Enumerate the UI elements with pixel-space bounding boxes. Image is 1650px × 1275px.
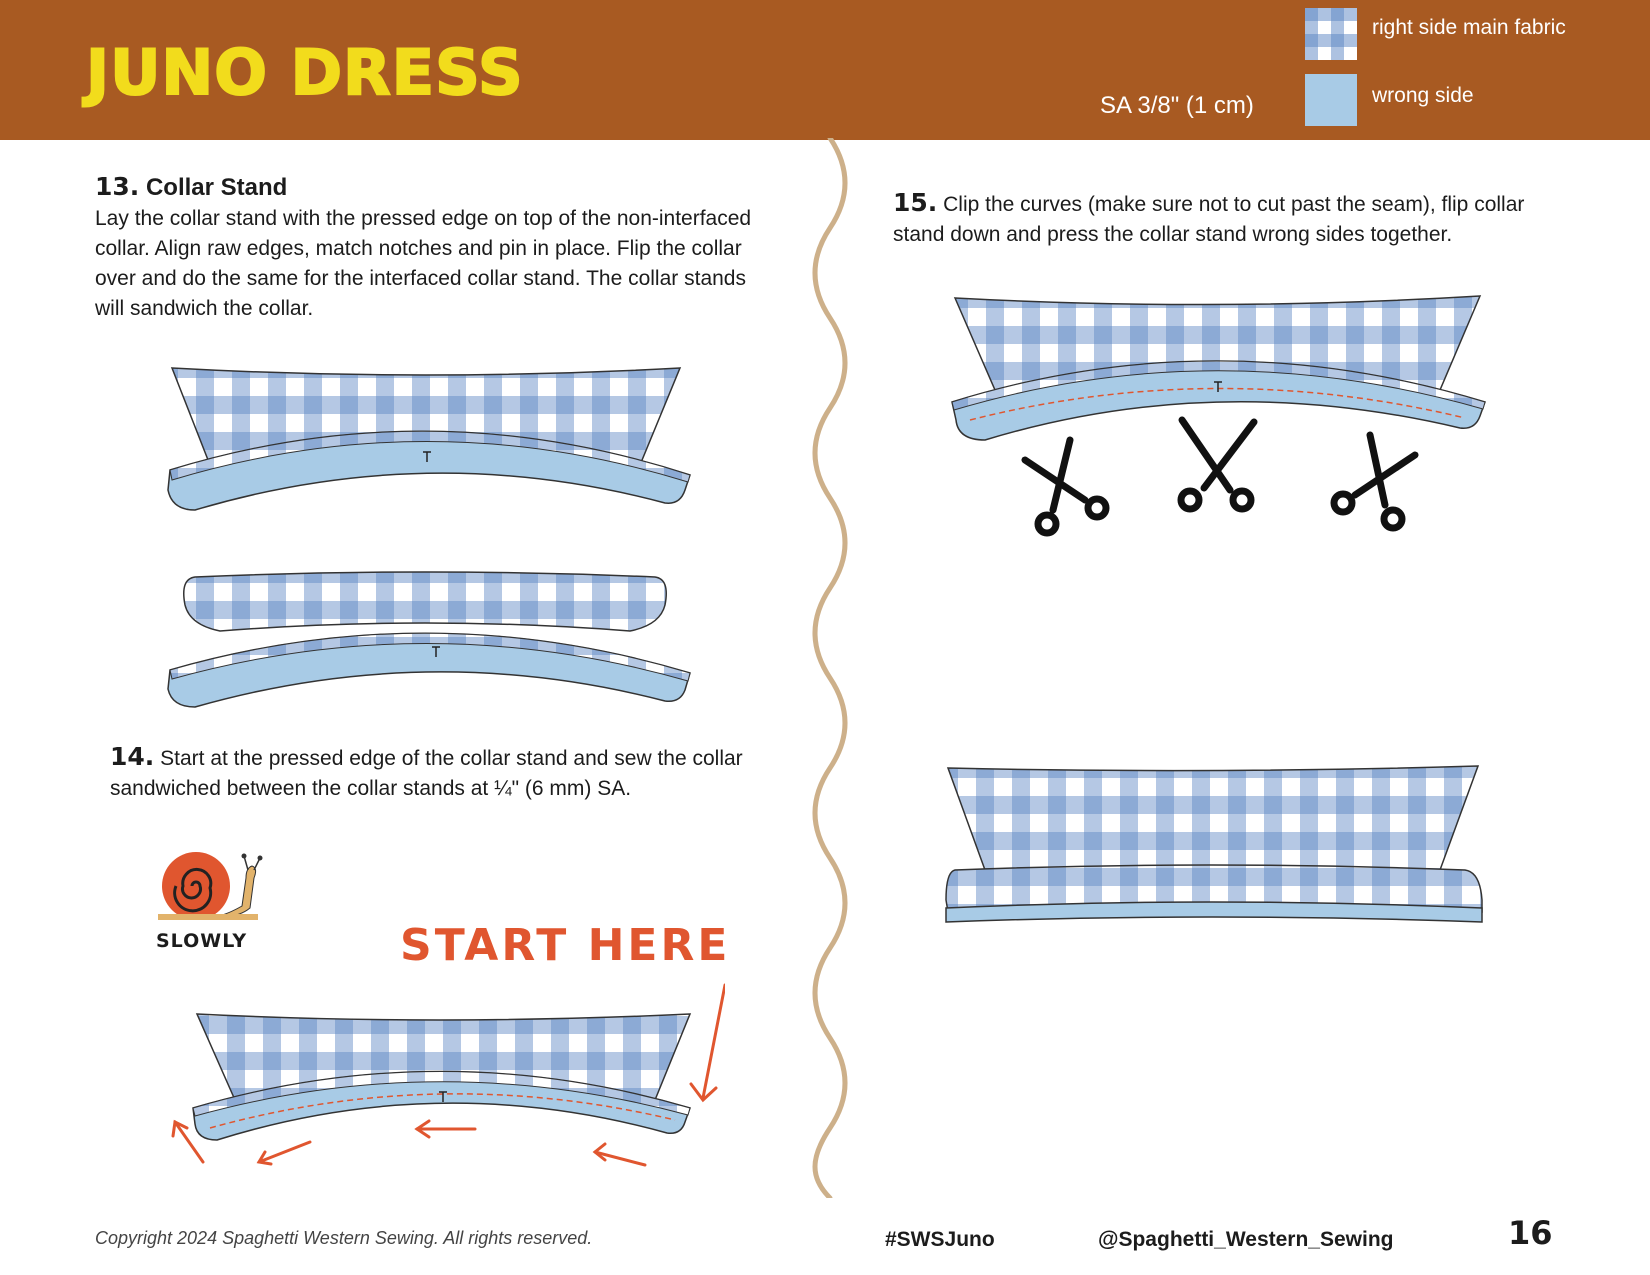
scissors-icon xyxy=(1021,436,1110,537)
step-15-text: 15. Clip the curves (make sure not to cu… xyxy=(893,188,1524,250)
wavy-divider xyxy=(812,138,848,1198)
collar-sewing-illustration xyxy=(171,983,725,1167)
step-14-line: sandwiched between the collar stands at … xyxy=(110,777,632,800)
gingham-swatch-icon xyxy=(1305,8,1357,60)
step-13-line: Lay the collar stand with the pressed ed… xyxy=(95,207,752,230)
step-13-line: over and do the same for the interfaced … xyxy=(95,267,746,290)
legend-label-wrong-side: wrong side xyxy=(1372,84,1474,107)
step-13-heading: 13. Collar Stand xyxy=(95,172,287,202)
step-13-text: Lay the collar stand with the pressed ed… xyxy=(95,204,751,324)
seam-allowance-note: SA 3/8" (1 cm) xyxy=(1100,92,1254,119)
step-13-line: will sandwich the collar. xyxy=(95,297,314,320)
step-13-line: collar. Align raw edges, match notches a… xyxy=(95,237,742,260)
collar-stand-illustration-a xyxy=(167,367,691,511)
brand-title: JUNO DRESS xyxy=(85,35,524,110)
step-14-line: 14. Start at the pressed edge of the col… xyxy=(110,742,743,771)
snail-icon xyxy=(158,852,263,920)
collar-stand-illustration-b xyxy=(167,571,691,708)
scissors-icon xyxy=(1177,416,1258,513)
step-15-number: 15. xyxy=(893,188,938,217)
step-15-line: 15. Clip the curves (make sure not to cu… xyxy=(893,188,1525,217)
clipped-collar-illustration xyxy=(951,295,1486,441)
legend-label-right-side: right side main fabric xyxy=(1372,16,1566,39)
step-15-line: stand down and press the collar stand wr… xyxy=(893,223,1453,246)
step-13-number: 13. xyxy=(95,172,140,201)
step-13-title: Collar Stand xyxy=(145,174,288,201)
page-number: 16 xyxy=(1508,1214,1553,1252)
pressed-collar-illustration xyxy=(945,765,1483,923)
light-blue-swatch-icon xyxy=(1305,74,1357,126)
scissors-icon xyxy=(1330,431,1419,532)
step-14-number: 14. xyxy=(110,742,155,771)
copyright-notice: Copyright 2024 Spaghetti Western Sewing.… xyxy=(95,1228,593,1248)
start-here-callout: START HERE xyxy=(400,920,731,971)
step-14-text: 14. Start at the pressed edge of the col… xyxy=(110,742,743,804)
social-handle: @Spaghetti_Western_Sewing xyxy=(1098,1228,1394,1251)
snail-label: SLOWLY xyxy=(156,930,248,952)
header-bar: JUNO DRESS SA 3/8" (1 cm) right side mai… xyxy=(0,0,1650,140)
hashtag: #SWSJuno xyxy=(885,1228,995,1251)
